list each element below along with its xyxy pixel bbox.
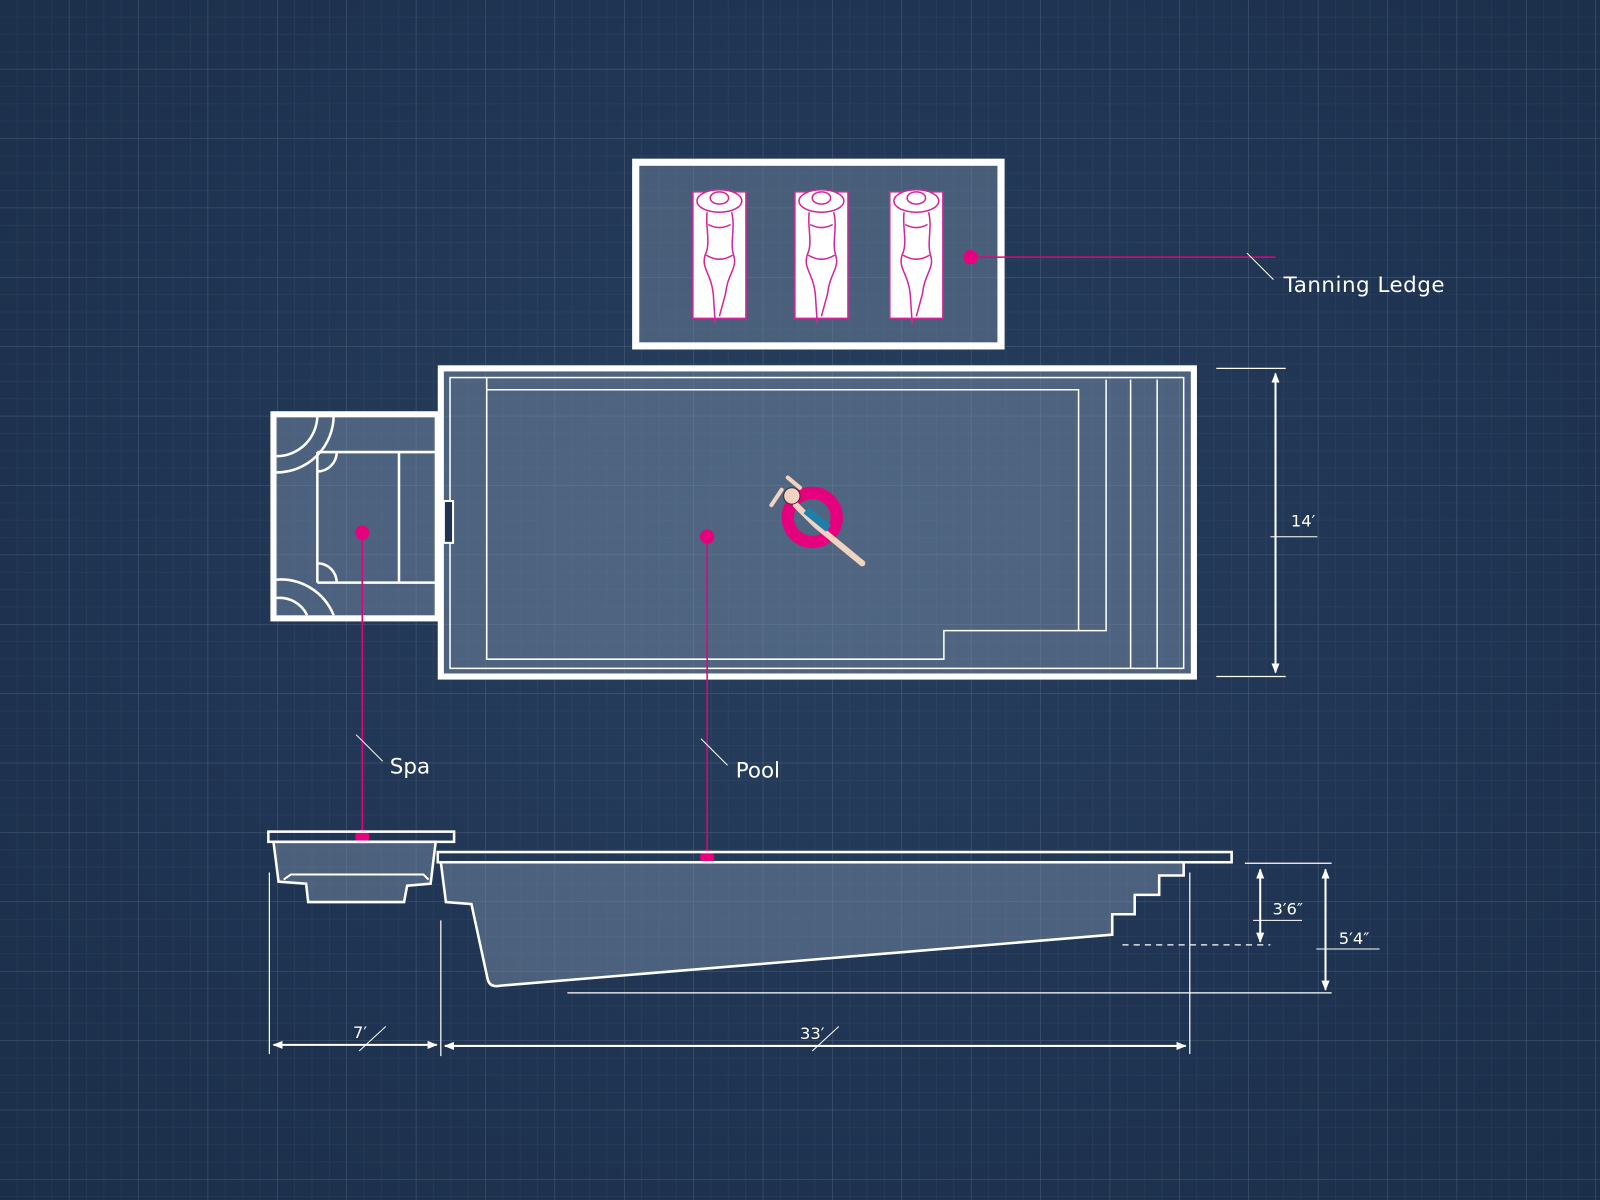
tanning-ledge-callout: Tanning Ledge <box>963 250 1445 298</box>
spa-plan <box>270 411 441 622</box>
depth-dimensions: 3′6″ 5′4″ <box>567 862 1380 994</box>
length-dimensions: 7′ 33′ <box>268 872 1191 1057</box>
floating-swimmer-icon <box>769 475 866 567</box>
shallow-depth-value: 3′6″ <box>1272 899 1303 918</box>
tanning-ledge-label: Tanning Ledge <box>1283 273 1445 298</box>
sunbather-icon <box>692 189 747 326</box>
pool-length-value: 33′ <box>800 1024 825 1043</box>
spa-section <box>267 830 456 904</box>
spa-callout: Spa <box>355 525 430 844</box>
marker-dot <box>355 525 370 540</box>
pool-plan <box>437 365 1197 680</box>
spa-label: Spa <box>390 754 430 779</box>
tanning-ledge <box>632 158 1005 350</box>
marker-dot <box>700 850 715 865</box>
pool-callout: Pool <box>700 529 780 865</box>
pool-width-value: 14′ <box>1291 512 1316 531</box>
deep-depth-value: 5′4″ <box>1339 929 1370 948</box>
sunbather-icon <box>889 189 944 326</box>
marker-dot <box>700 529 715 544</box>
marker-dot <box>963 250 978 265</box>
spa-length-value: 7′ <box>353 1023 367 1042</box>
pool-section <box>436 850 1233 988</box>
sunbather-icon <box>794 189 849 326</box>
pool-width-dimension: 14′ <box>1216 367 1318 678</box>
marker-dot <box>355 829 370 844</box>
pool-label: Pool <box>736 759 780 784</box>
